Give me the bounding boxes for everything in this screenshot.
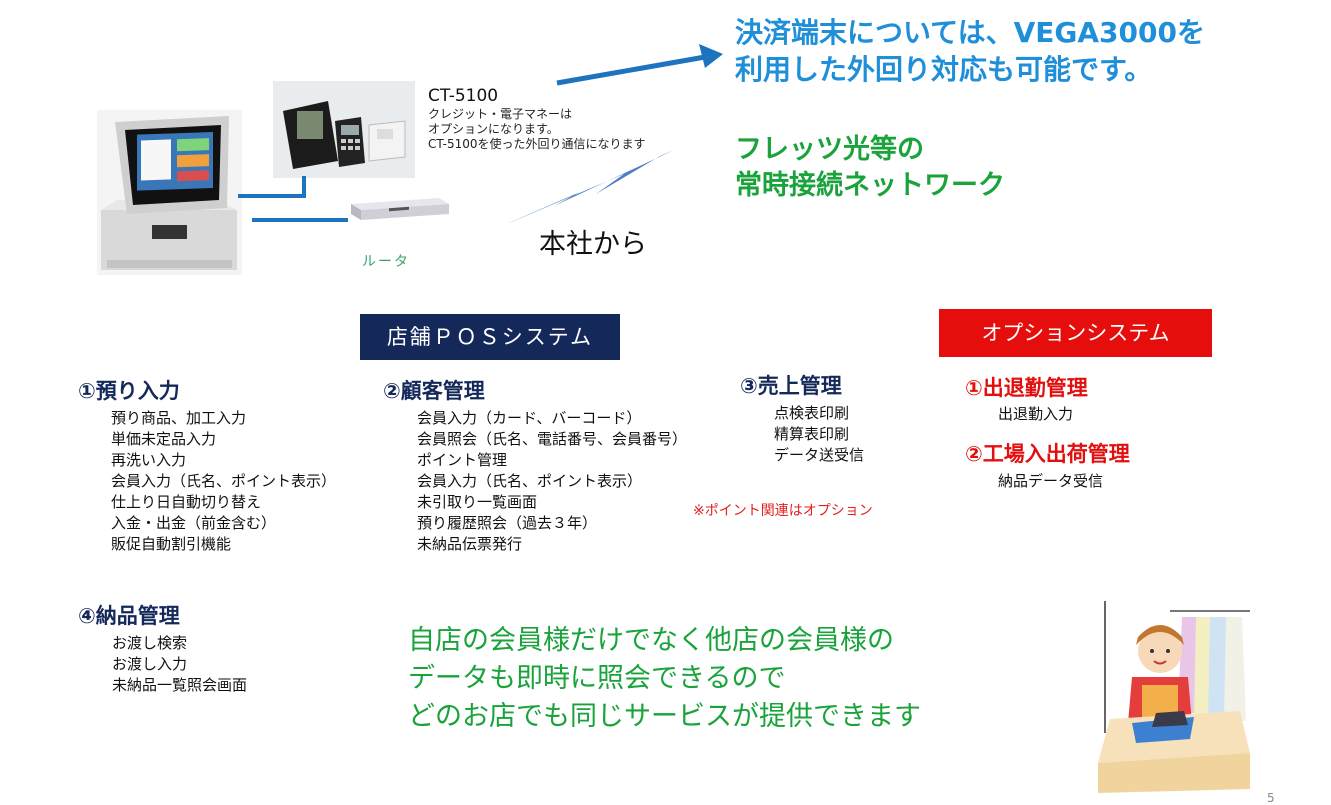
arrow-icon	[556, 44, 723, 86]
list-item: 出退勤入力	[998, 405, 1074, 423]
router-label: ルータ	[362, 254, 410, 270]
ct5100-note-line1: クレジット・電子マネーは	[428, 107, 573, 121]
network-line1: フレッツ光等の	[735, 134, 924, 165]
section-item-list: 出退勤入力	[998, 404, 1088, 425]
section-deposit-input: ①預り入力 預り商品、加工入力 単価未定品入力 再洗い入力 会員入力（氏名、ポイ…	[78, 375, 336, 555]
router-image	[349, 196, 451, 222]
shared-member-data-message: 自店の会員様だけでなく他店の会員様の データも即時に照会できるので どのお店でも…	[408, 622, 921, 736]
list-item: 未納品伝票発行	[417, 535, 523, 553]
list-item: 会員照会（氏名、電話番号、会員番号）	[417, 430, 688, 448]
ct5100-note-line2: オプションになります。	[428, 122, 559, 136]
option-attendance-management: ①出退勤管理 出退勤入力	[965, 372, 1088, 425]
list-item: 単価未定品入力	[111, 430, 217, 448]
pos-system-banner: 店舗ＰＯＳシステム	[360, 314, 620, 360]
section-customer-management: ②顧客管理 会員入力（カード、バーコード） 会員照会（氏名、電話番号、会員番号）…	[383, 375, 687, 555]
lightning-bolt-icon	[502, 150, 674, 226]
list-item: 預り履歴照会（過去３年）	[417, 514, 598, 532]
list-item: お渡し入力	[112, 655, 188, 673]
section-item-list: 点検表印刷 精算表印刷 データ送受信	[774, 403, 864, 466]
list-item: 会員入力（カード、バーコード）	[417, 409, 642, 427]
ct5100-title: CT-5100	[428, 86, 499, 106]
list-item: 会員入力（氏名、ポイント表示）	[111, 472, 337, 490]
section-item-list: 預り商品、加工入力 単価未定品入力 再洗い入力 会員入力（氏名、ポイント表示） …	[111, 408, 336, 555]
pos-terminal-image	[97, 110, 242, 275]
list-item: 未納品一覧照会画面	[112, 676, 248, 694]
section-delivery-management: ④納品管理 お渡し検索 お渡し入力 未納品一覧照会画面	[78, 600, 247, 696]
router-link-line	[296, 218, 348, 222]
message-line1: 自店の会員様だけでなく他店の会員様の	[408, 625, 894, 656]
list-item: 会員入力（氏名、ポイント表示）	[417, 472, 643, 490]
section-title: ①出退勤管理	[965, 376, 1088, 400]
option-factory-shipping-management: ②工場入出荷管理 納品データ受信	[965, 438, 1130, 492]
list-item: ポイント管理	[417, 451, 508, 469]
section-title: ①預り入力	[78, 379, 180, 403]
list-item: 仕上り日自動切り替え	[111, 493, 262, 511]
list-item: 入金・出金（前金含む）	[111, 514, 277, 532]
section-title: ②工場入出荷管理	[965, 442, 1130, 466]
section-item-list: 納品データ受信	[998, 471, 1130, 492]
network-label: フレッツ光等の 常時接続ネットワーク	[735, 132, 1005, 204]
list-item: お渡し検索	[112, 634, 188, 652]
list-item: 納品データ受信	[998, 472, 1104, 490]
point-option-note: ※ポイント関連はオプション	[693, 503, 873, 519]
list-item: 精算表印刷	[774, 425, 850, 443]
ct5100-device-image	[273, 81, 415, 178]
ct5100-note: クレジット・電子マネーは オプションになります。 CT-5100を使った外回り通…	[428, 107, 645, 152]
list-item: 再洗い入力	[111, 451, 187, 469]
section-item-list: お渡し検索 お渡し入力 未納品一覧照会画面	[112, 633, 247, 696]
section-title: ④納品管理	[78, 604, 180, 628]
option-system-banner: オプションシステム	[939, 309, 1212, 357]
hq-label: 本社から	[539, 229, 647, 260]
list-item: 販促自動割引機能	[111, 535, 232, 553]
list-item: データ送受信	[774, 446, 865, 464]
list-item: 未引取り一覧画面	[417, 493, 538, 511]
message-line2: データも即時に照会できるので	[408, 663, 786, 694]
headline-line2: 利用した外回り対応も可能です。	[735, 53, 1153, 86]
section-title: ②顧客管理	[383, 379, 485, 403]
page-number: 5	[1267, 791, 1275, 805]
network-line2: 常時接続ネットワーク	[735, 170, 1005, 201]
section-item-list: 会員入力（カード、バーコード） 会員照会（氏名、電話番号、会員番号） ポイント管…	[417, 408, 687, 555]
section-title: ③売上管理	[740, 374, 842, 398]
ct5100-note-line3: CT-5100を使った外回り通信になります	[428, 137, 646, 151]
vega3000-headline: 決済端末については、VEGA3000を 利用した外回り対応も可能です。	[735, 14, 1205, 88]
laundry-worker-illustration	[1070, 593, 1260, 793]
headline-line1: 決済端末については、VEGA3000を	[735, 16, 1205, 49]
list-item: 預り商品、加工入力	[111, 409, 247, 427]
message-line3: どのお店でも同じサービスが提供できます	[408, 701, 921, 732]
list-item: 点検表印刷	[774, 404, 850, 422]
section-sales-management: ③売上管理 点検表印刷 精算表印刷 データ送受信	[740, 370, 864, 466]
